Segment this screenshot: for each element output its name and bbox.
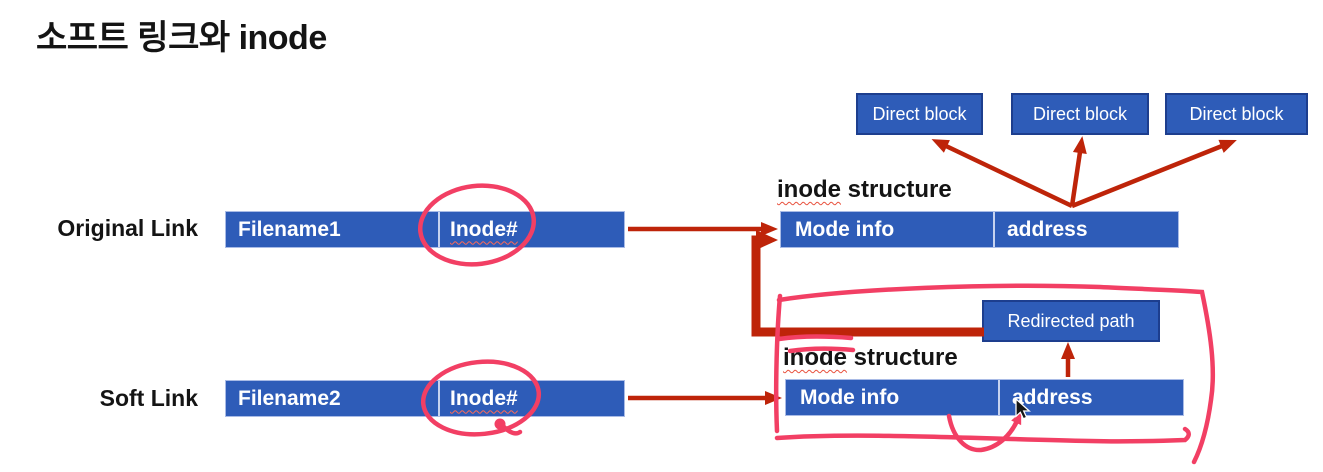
original-link-file-entry: Filename1 Inode# [225, 211, 625, 248]
filename-cell: Filename2 [226, 381, 440, 416]
arrows-address-to-direct-blocks [931, 136, 1237, 209]
mode-info-cell: Mode info [781, 212, 995, 247]
original-link-label: Original Link [57, 215, 198, 241]
inode-structure-heading-bottom: inode structure [783, 344, 958, 372]
annotation-swoosh-to-address [946, 411, 1022, 453]
soft-link-file-entry: Filename2 Inode# [225, 380, 625, 417]
page-title: 소프트 링크와 inode [36, 19, 327, 57]
inode-structure-box-bottom: Mode info address [785, 379, 1184, 416]
direct-block-label: Direct block [872, 103, 967, 124]
direct-block-2: Direct block [1011, 93, 1149, 135]
structure-word: structure [841, 176, 952, 203]
inode-number-label: Inode# [450, 217, 518, 241]
redirected-path-box: Redirected path [982, 300, 1160, 342]
address-cell: address [1007, 217, 1088, 241]
direct-block-1: Direct block [856, 93, 983, 135]
direct-block-3: Direct block [1165, 93, 1308, 135]
structure-word: structure [847, 344, 958, 371]
mode-info-cell: Mode info [786, 380, 1000, 415]
address-cell: address [1012, 385, 1093, 409]
filename-cell: Filename1 [226, 212, 440, 247]
inode-structure-box-top: Mode info address [780, 211, 1179, 248]
direct-block-label: Direct block [1032, 103, 1128, 124]
inode-number-label: Inode# [450, 386, 518, 410]
inode-number-cell: Inode# [440, 381, 624, 416]
inode-structure-heading-top: inode structure [777, 176, 952, 204]
inode-word: inode [777, 176, 841, 203]
inode-number-cell: Inode# [440, 212, 624, 247]
inode-word: inode [783, 344, 847, 371]
redirected-path-label: Redirected path [1007, 310, 1135, 331]
direct-block-label: Direct block [1189, 103, 1284, 124]
arrow-redirected-to-original-inode [751, 230, 984, 337]
soft-link-label: Soft Link [99, 385, 198, 411]
